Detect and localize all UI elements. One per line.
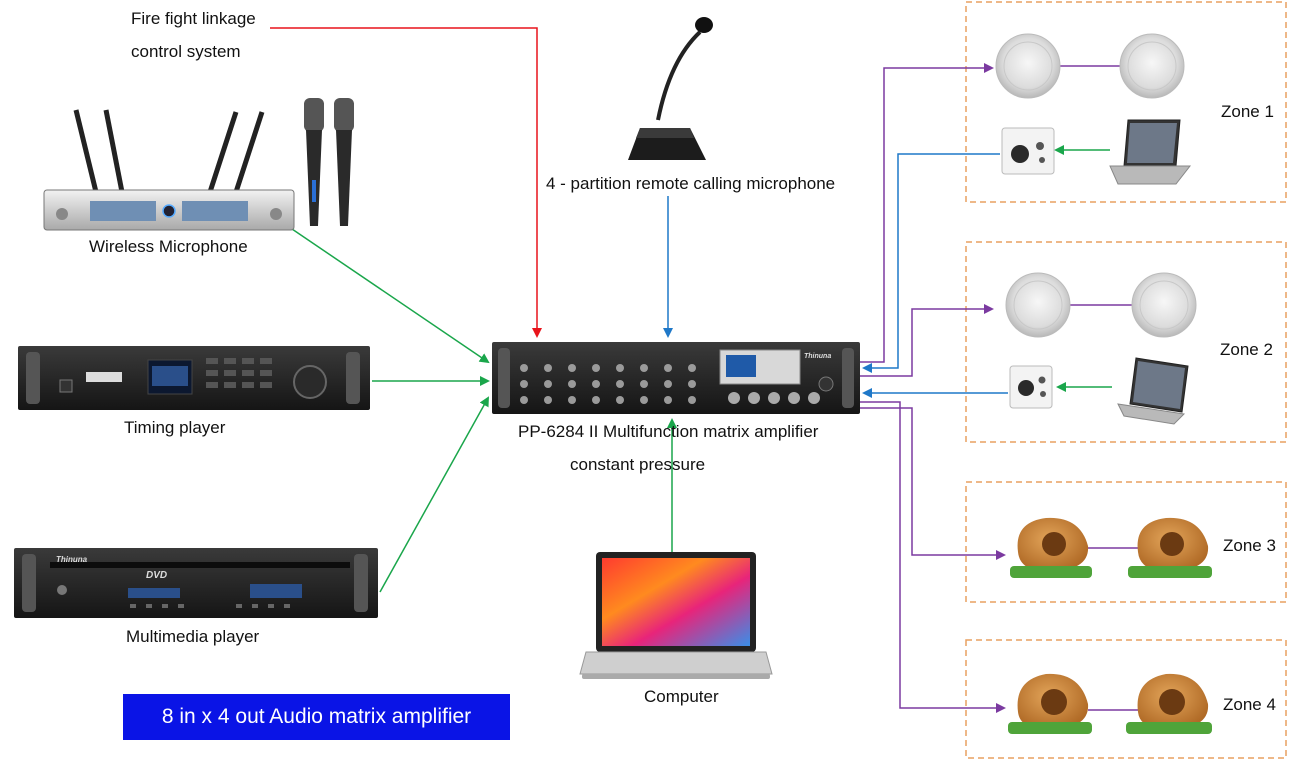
zone-2-output-line [860, 304, 994, 377]
fire-fight-label-line2: control system [131, 42, 241, 61]
output-lines [860, 63, 1140, 713]
zone-4-output-line [860, 401, 1006, 713]
remote-mic-label: 4 - partition remote calling microphone [546, 174, 836, 193]
zone-2-control-panel [1009, 365, 1053, 409]
fire-line [270, 27, 542, 338]
wireless-mic-label: Wireless Microphone [89, 237, 248, 256]
zone-1-ceiling-speaker-a [995, 33, 1061, 99]
multimedia-player-line [379, 396, 489, 593]
zone-2-label: Zone 2 [1220, 340, 1273, 359]
zone-3-output-line [860, 407, 1006, 560]
zone-3-rock-speaker-a [1010, 517, 1092, 578]
zone-1-laptop [1109, 119, 1192, 185]
zone-1-control-panel [1001, 127, 1055, 175]
zone-3-box [965, 481, 1287, 603]
zone-3-devices [1010, 517, 1212, 578]
zone-3-rock-speaker-b [1128, 517, 1212, 578]
zone-3-label: Zone 3 [1223, 536, 1276, 555]
zone-4-rock-speaker-a [1008, 673, 1092, 734]
zone-1-ceiling-speaker-b [1119, 33, 1185, 99]
multimedia-brand-text: Thinuna [56, 555, 88, 564]
zone-2-box [965, 241, 1287, 443]
amplifier-brand-text: Thinuna [804, 353, 831, 360]
title-banner: 8 in x 4 out Audio matrix amplifier [123, 694, 510, 740]
timing-player-device [18, 346, 370, 410]
multimedia-player-label: Multimedia player [126, 627, 260, 646]
fire-fight-label-line1: Fire fight linkage [131, 9, 256, 28]
multimedia-player-device: Thinuna DVD [14, 548, 378, 618]
zone-1-label: Zone 1 [1221, 102, 1274, 121]
laptop-panel-lines [1054, 145, 1112, 392]
zone-1-control-line [862, 153, 1000, 373]
zone-control-lines [862, 153, 1008, 398]
zone-boxes [965, 1, 1287, 759]
wireless-microphone-device [43, 98, 354, 231]
computer-label: Computer [644, 687, 719, 706]
zone-4-rock-speaker-b [1126, 673, 1212, 734]
zone-2-devices [1005, 272, 1197, 425]
dvd-logo-text: DVD [146, 570, 167, 581]
zone-1-box [965, 1, 1287, 203]
zone-4-box [965, 639, 1287, 759]
computer-device [579, 552, 773, 679]
wireless-mic-line [291, 228, 490, 364]
zone-4-devices [1008, 673, 1212, 734]
zone-2-ceiling-speaker-a [1005, 272, 1071, 338]
amplifier-label-line1: PP-6284 II Multifunction matrix amplifie… [518, 422, 819, 441]
zone-4-label: Zone 4 [1223, 695, 1276, 714]
zone-1-output-line [860, 63, 994, 363]
zone-2-laptop [1117, 357, 1189, 425]
remote-calling-microphone [628, 17, 713, 160]
zone-1-devices [995, 33, 1192, 185]
matrix-amplifier-device: Thinuna [492, 342, 860, 414]
zone-2-ceiling-speaker-b [1131, 272, 1197, 338]
amplifier-label-line2: constant pressure [570, 455, 706, 474]
timing-player-label: Timing player [124, 418, 226, 437]
